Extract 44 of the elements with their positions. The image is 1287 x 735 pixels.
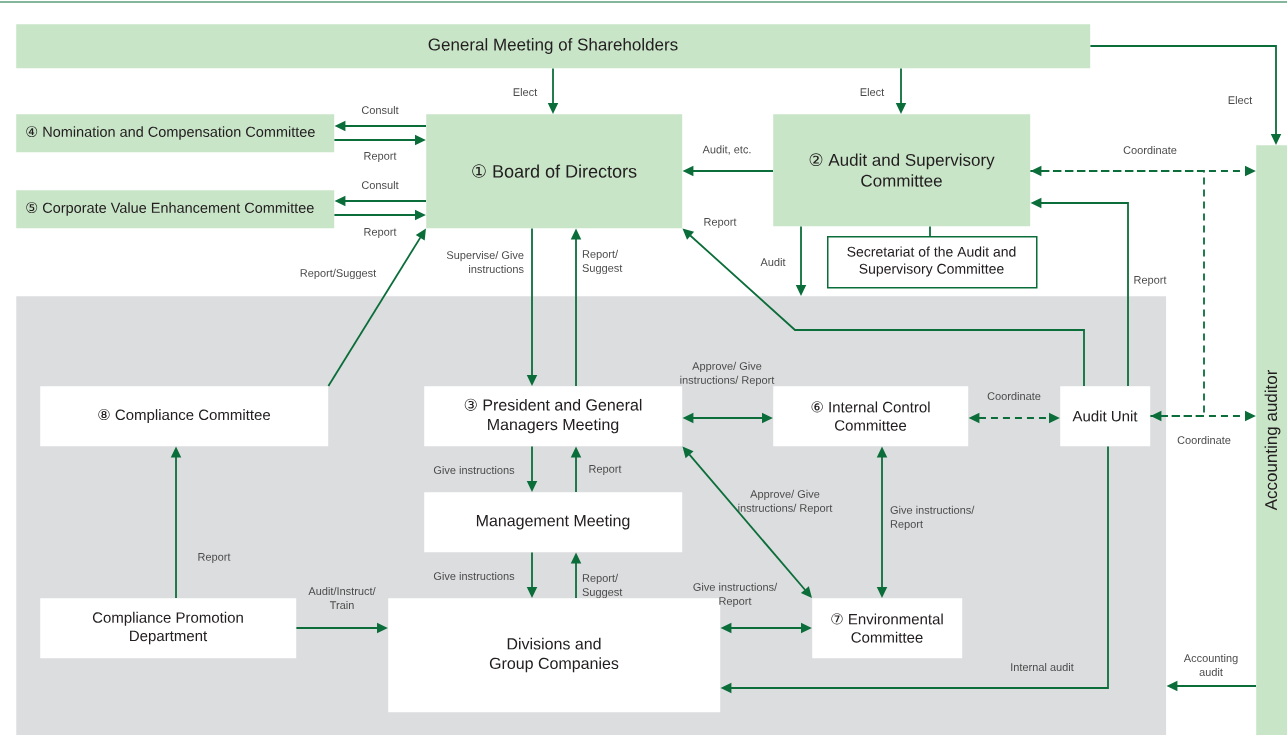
edge-label: Consult xyxy=(361,105,399,115)
organization-box: Accounting auditor xyxy=(1256,145,1287,735)
edge-label: Approve/ Give instructions/ Report xyxy=(680,361,775,387)
organization-box: Compliance Promotion Department xyxy=(40,598,297,659)
organization-box: ④ Nomination and Compensation Committee xyxy=(16,114,335,153)
secretariat-box: Secretariat of the Audit and Supervisory Committee xyxy=(827,236,1038,289)
edge-label: Report xyxy=(1134,276,1167,286)
edge-label: Elect xyxy=(1228,95,1253,105)
edge-label: Elect xyxy=(860,87,885,97)
edge-label: Approve/ Give instructions/ Report xyxy=(738,489,833,515)
organization-box: Management Meeting xyxy=(424,492,683,553)
edge-label: Coordinate xyxy=(1123,145,1177,155)
edge-label: Coordinate xyxy=(1177,435,1231,445)
connector-line xyxy=(929,225,931,237)
edge-label: Give instructions/ Report xyxy=(890,505,975,531)
organization-box: Audit Unit xyxy=(1060,386,1151,447)
edge-label: Accounting audit xyxy=(1183,653,1238,677)
organization-box: ⑤ Corporate Value Enhancement Committee xyxy=(16,190,335,229)
edge-label: Audit/Instruct/ Train xyxy=(308,586,376,610)
organization-box: ⑦ Environmental Committee xyxy=(812,598,963,659)
edge-label: Audit, etc. xyxy=(702,145,751,155)
organization-box: ② Audit and Supervisory Committee xyxy=(773,114,1031,227)
organization-box: General Meeting of Shareholders xyxy=(16,24,1091,69)
dashed-connector-line xyxy=(1029,170,1205,417)
edge-label: Report/Suggest xyxy=(300,268,377,280)
edge-label: Supervise/ Give instructions xyxy=(446,250,524,274)
edge-label: Report xyxy=(198,553,231,563)
edge-label: Coordinate xyxy=(987,391,1041,401)
edge-label: Report xyxy=(364,228,397,238)
edge-label: Report/ Suggest xyxy=(582,573,623,599)
edge-label: Report xyxy=(704,218,737,228)
edge-label: Internal audit xyxy=(1011,662,1074,672)
edge-label: Elect xyxy=(513,87,538,97)
edge-label: Give instructions xyxy=(433,571,515,581)
organization-box: ⑥ Internal Control Committee xyxy=(773,386,969,447)
edge-label: Report xyxy=(364,152,397,162)
organization-box: ⑧ Compliance Committee xyxy=(40,386,329,447)
organization-box: ① Board of Directors xyxy=(426,114,683,229)
edge-label: Give instructions xyxy=(433,465,515,475)
edge-label: Report xyxy=(589,465,622,475)
edge-label: Audit xyxy=(760,257,786,267)
organization-box: ③ President and General Managers Meeting xyxy=(424,386,683,447)
edge-label: Consult xyxy=(361,180,399,190)
edge-label: Report/ Suggest xyxy=(582,249,623,275)
